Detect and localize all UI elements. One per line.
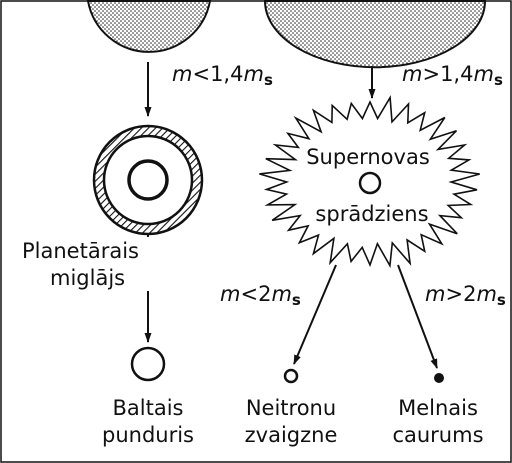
black-hole-label-line2: caurums	[392, 423, 483, 447]
star-low-mass	[88, 1, 210, 52]
supernova-core-icon	[360, 173, 380, 193]
supernova-label-line2: sprādziens	[315, 202, 428, 226]
nebula-label-line1: Planetārais	[22, 239, 139, 263]
mass-condition-low: m<1,4ms	[172, 62, 273, 89]
neutron-star-label-line2: zvaigzne	[245, 423, 338, 447]
white-dwarf-icon	[132, 348, 164, 380]
arrow-to-black-hole	[398, 265, 437, 368]
black-hole-label-line1: Melnais	[398, 396, 478, 420]
mass-condition-gt2: m>2ms	[425, 282, 506, 309]
black-hole-icon	[434, 373, 444, 383]
arrow-to-neutron-star	[294, 265, 336, 364]
mass-condition-lt2: m<2ms	[220, 282, 301, 309]
planetary-nebula-icon	[94, 126, 202, 234]
white-dwarf-label-line1: Baltais	[113, 396, 184, 420]
neutron-star-icon	[285, 370, 297, 382]
white-dwarf-label-line2: punduris	[102, 423, 194, 447]
mass-condition-high: m>1,4ms	[402, 62, 503, 89]
neutron-star-label-line1: Neitronu	[246, 396, 336, 420]
star-high-mass	[265, 1, 485, 67]
supernova-label-line1: Supernovas	[306, 145, 430, 169]
nebula-label-line2: miglājs	[50, 266, 125, 290]
